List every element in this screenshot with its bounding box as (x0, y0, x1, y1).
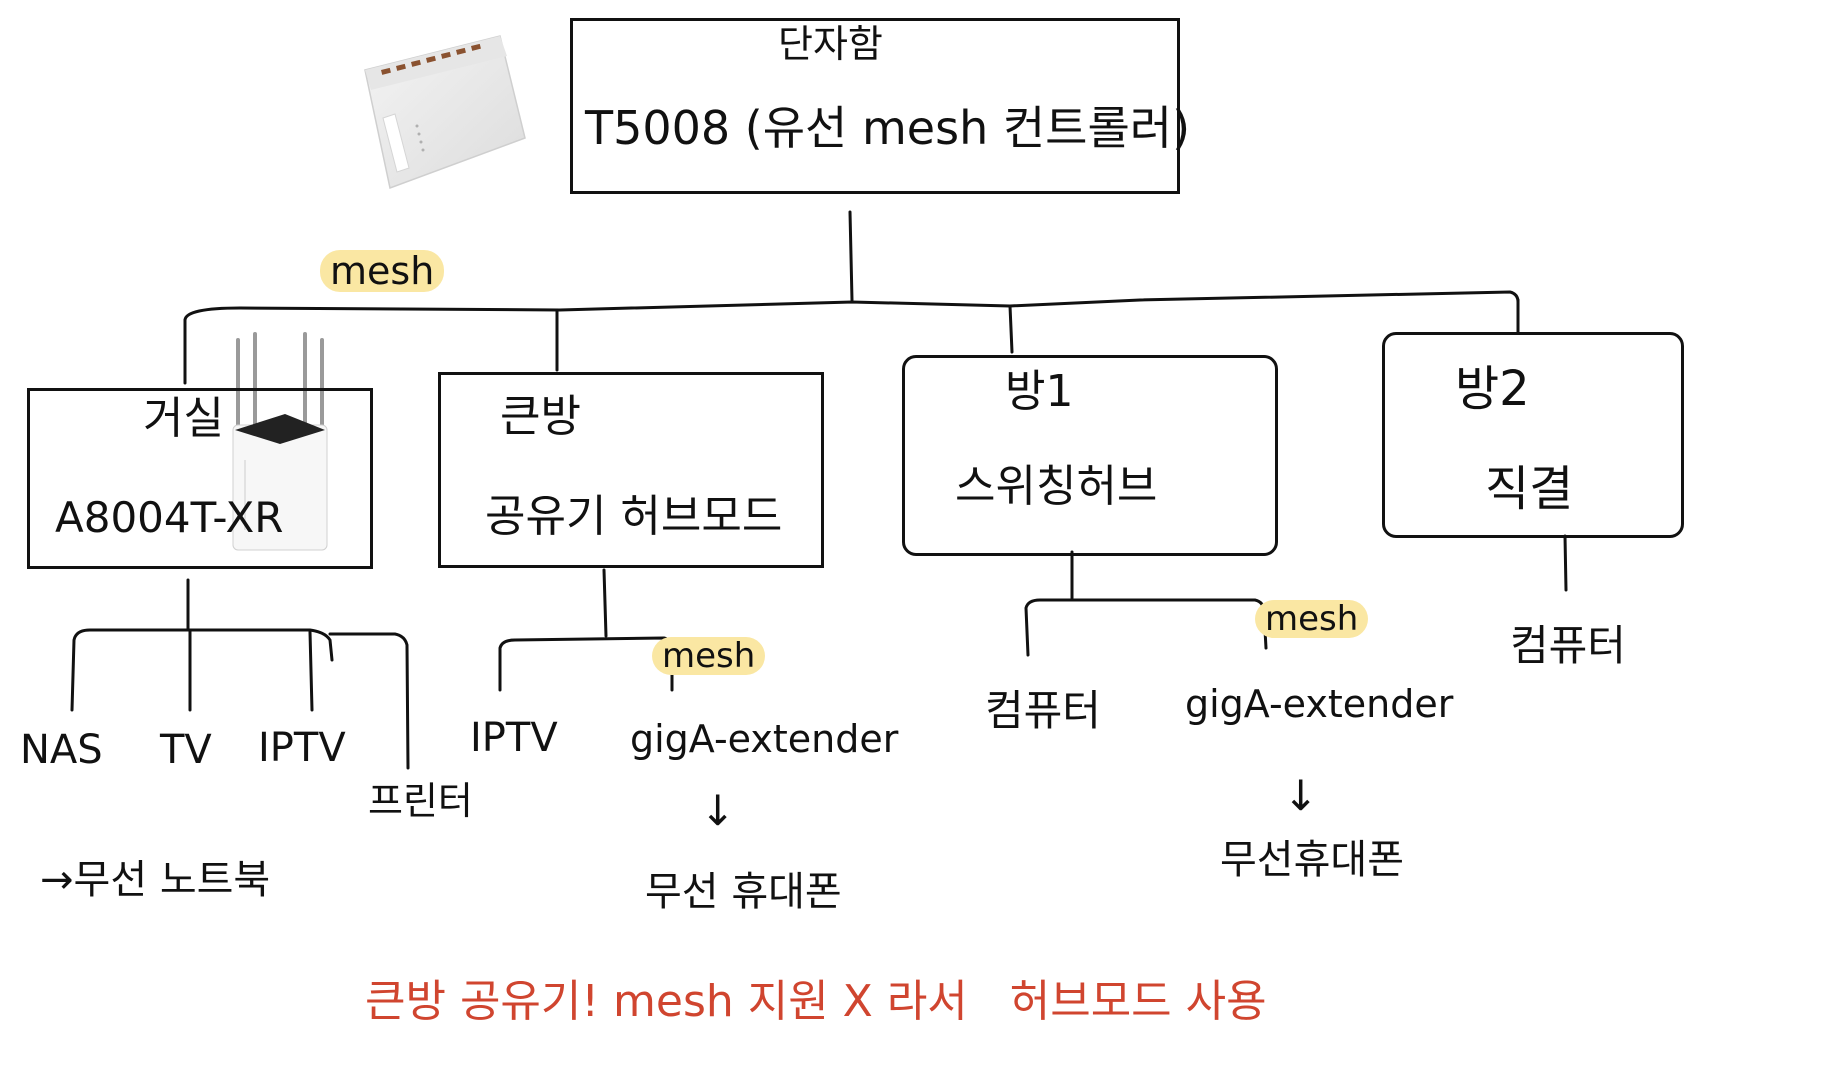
big-room-box (438, 372, 824, 568)
wireless-phone-bigroom: 무선 휴대폰 (645, 869, 842, 915)
device-computer-room2: 컴퓨터 (1510, 621, 1626, 670)
wireless-phone-room1: 무선휴대폰 (1220, 837, 1404, 883)
mesh-highlight-label: mesh (320, 250, 445, 292)
living-room-box (27, 388, 373, 569)
room1-box (902, 355, 1278, 556)
room2-label: 방2 (1455, 361, 1530, 417)
device-nas: NAS (20, 727, 103, 773)
living-room-router-label: A8004T-XR (55, 493, 284, 542)
device-iptv-bigroom: IPTV (470, 715, 558, 761)
room2-box (1382, 332, 1684, 538)
device-tv: TV (160, 727, 212, 773)
room1-switch-label: 스위칭허브 (955, 461, 1158, 512)
wireless-laptop-label: →무선 노트북 (40, 857, 271, 903)
wiring-cabinet-box (570, 18, 1180, 194)
router-device-image (232, 332, 328, 551)
device-printer: 프린터 (368, 779, 473, 823)
device-computer-room1: 컴퓨터 (985, 686, 1101, 735)
modem-device-image (364, 35, 526, 190)
big-room-mode-label: 공유기 허브모드 (485, 491, 783, 542)
living-room-label: 거실 (143, 393, 224, 444)
note-bigroom-router: 큰방 공유기! mesh 지원 X 라서 허브모드 사용 (365, 976, 1267, 1027)
mesh-highlight-bigroom: mesh (652, 637, 766, 675)
room1-label: 방1 (1005, 366, 1074, 417)
device-giga-extender-bigroom: gigA-extender (630, 717, 899, 761)
device-iptv-living: IPTV (258, 725, 346, 771)
mesh-highlight-room1: mesh (1255, 600, 1369, 638)
arrow-down-bigroom: ↓ (700, 786, 736, 835)
wiring-cabinet-label: 단자함 (778, 22, 883, 66)
main-controller-label: T5008 (유선 mesh 컨트롤러) (585, 101, 1191, 155)
big-room-label: 큰방 (500, 391, 581, 442)
arrow-down-room1: ↓ (1283, 771, 1319, 820)
device-giga-extender-room1: gigA-extender (1185, 682, 1454, 726)
room2-direct-label: 직결 (1485, 461, 1574, 517)
